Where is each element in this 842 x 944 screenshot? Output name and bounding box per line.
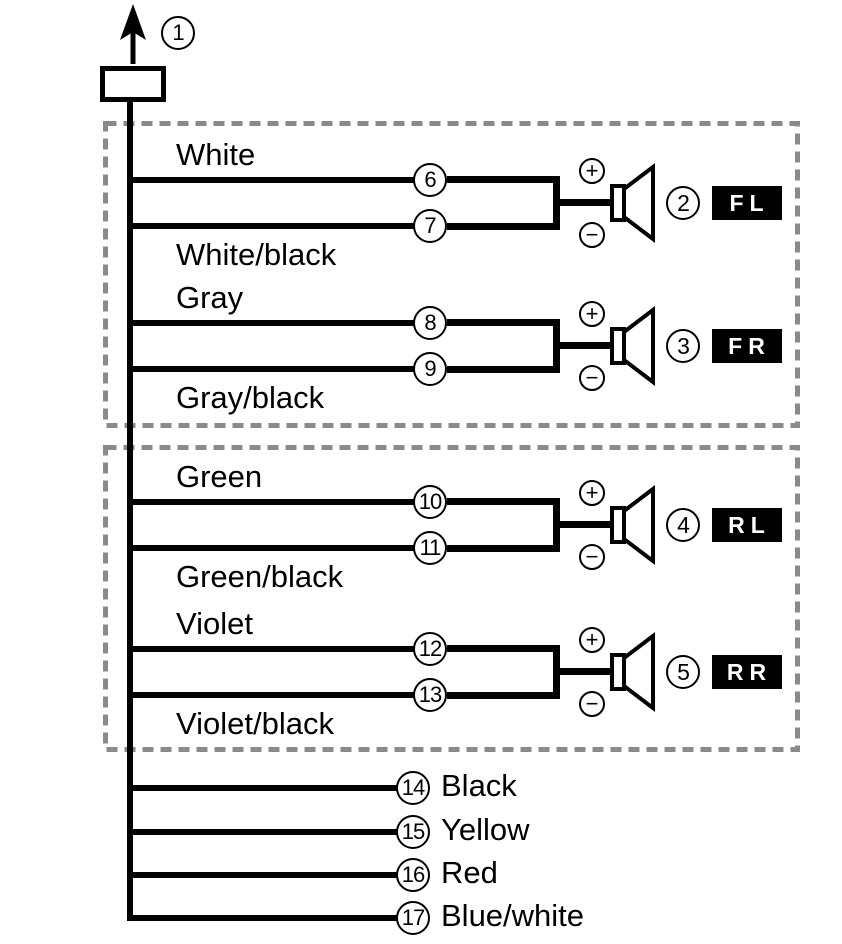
- wire-color-label: Yellow: [441, 812, 530, 847]
- harness-trunk-line: [127, 100, 133, 921]
- wire-color-label: Red: [441, 855, 498, 890]
- speaker-number: 4: [677, 511, 690, 538]
- pin-number: 13: [418, 682, 443, 707]
- speaker-number-badge: 5: [666, 655, 700, 689]
- minus-terminal-icon: −: [579, 365, 605, 391]
- negative-wire-line: [127, 366, 414, 372]
- speaker-number: 3: [677, 332, 690, 359]
- speaker-stub-line: [555, 199, 613, 206]
- positive-wire-line: [127, 320, 414, 326]
- plus-terminal-icon: +: [579, 301, 605, 327]
- antenna-connector-box: [100, 66, 166, 102]
- negative-wire-line: [127, 692, 414, 698]
- power-wire-line: [127, 829, 398, 835]
- pin-number: 14: [401, 775, 426, 800]
- positive-wire-line: [127, 646, 414, 652]
- speaker-stub-line: [555, 521, 613, 528]
- positive-wire-line: [447, 176, 560, 183]
- wire-color-label: Violet: [176, 606, 253, 641]
- pin-number-badge: 8: [413, 306, 447, 340]
- pin-number-badge: 6: [413, 163, 447, 197]
- power-wire-line: [127, 915, 398, 921]
- pin-number: 16: [401, 862, 426, 887]
- negative-wire-line: [447, 223, 560, 230]
- positive-wire-line: [447, 319, 560, 326]
- pin-number: 8: [424, 310, 436, 335]
- minus-terminal-icon: −: [579, 544, 605, 570]
- negative-wire-line: [447, 692, 560, 699]
- pin-number-badge: 7: [413, 209, 447, 243]
- wire-color-label: White/black: [176, 237, 337, 272]
- power-wire-line: [127, 872, 398, 878]
- pin-number: 6: [424, 167, 436, 192]
- wire-color-label: Black: [441, 768, 517, 803]
- pin-number: 7: [424, 213, 436, 238]
- speaker-number: 2: [677, 189, 690, 216]
- pin-number: 15: [401, 819, 426, 844]
- antenna-arrow-icon: [120, 4, 146, 64]
- wire-color-label: Green: [176, 459, 263, 494]
- pin-number-badge: 13: [413, 678, 447, 712]
- pin-number-badge: 10: [413, 485, 447, 519]
- minus-terminal-icon: −: [579, 691, 605, 717]
- plus-terminal-icon: +: [579, 158, 605, 184]
- pin-number-badge: 17: [396, 901, 430, 935]
- pin-number-badge: 9: [413, 352, 447, 386]
- pin-number: 12: [418, 636, 443, 661]
- wire-color-label: Violet/black: [176, 706, 334, 741]
- pin-number: 17: [401, 905, 426, 930]
- speaker-icon: [610, 632, 655, 712]
- pin-number: 11: [419, 535, 442, 560]
- speaker-icon: [610, 306, 655, 386]
- speaker-number-badge: 4: [666, 508, 700, 542]
- speaker-number: 5: [677, 658, 690, 685]
- minus-terminal-icon: −: [579, 222, 605, 248]
- antenna-number-badge: 1: [161, 16, 195, 50]
- wire-color-label: Green/black: [176, 559, 344, 594]
- speaker-icon: [610, 163, 655, 243]
- speaker-number-badge: 3: [666, 329, 700, 363]
- pin-number-badge: 11: [413, 531, 447, 565]
- positive-wire-line: [127, 177, 414, 183]
- speaker-stub-line: [555, 342, 613, 349]
- plus-terminal-icon: +: [579, 627, 605, 653]
- speaker-stub-line: [555, 668, 613, 675]
- negative-wire-line: [447, 366, 560, 373]
- antenna-number: 1: [172, 20, 184, 45]
- speaker-position-badge: FL: [712, 186, 782, 220]
- negative-wire-line: [447, 545, 560, 552]
- speaker-position-badge: FR: [712, 329, 782, 363]
- pin-number: 10: [418, 489, 443, 514]
- speaker-icon: [610, 485, 655, 565]
- speaker-position-badge: RL: [712, 508, 782, 542]
- pin-number: 9: [424, 356, 436, 381]
- speaker-number-badge: 2: [666, 186, 700, 220]
- power-wire-line: [127, 785, 398, 791]
- negative-wire-line: [127, 545, 414, 551]
- speaker-position-badge: RR: [712, 655, 782, 689]
- pin-number-badge: 15: [396, 815, 430, 849]
- plus-terminal-icon: +: [579, 480, 605, 506]
- positive-wire-line: [447, 498, 560, 505]
- wire-color-label: White: [176, 137, 256, 172]
- pin-number-badge: 14: [396, 771, 430, 805]
- positive-wire-line: [127, 499, 414, 505]
- wire-color-label: Gray: [176, 280, 244, 315]
- positive-wire-line: [447, 645, 560, 652]
- wire-color-label: Gray/black: [176, 380, 325, 415]
- wire-color-label: Blue/white: [441, 898, 585, 933]
- negative-wire-line: [127, 223, 414, 229]
- pin-number-badge: 12: [413, 632, 447, 666]
- pin-number-badge: 16: [396, 858, 430, 892]
